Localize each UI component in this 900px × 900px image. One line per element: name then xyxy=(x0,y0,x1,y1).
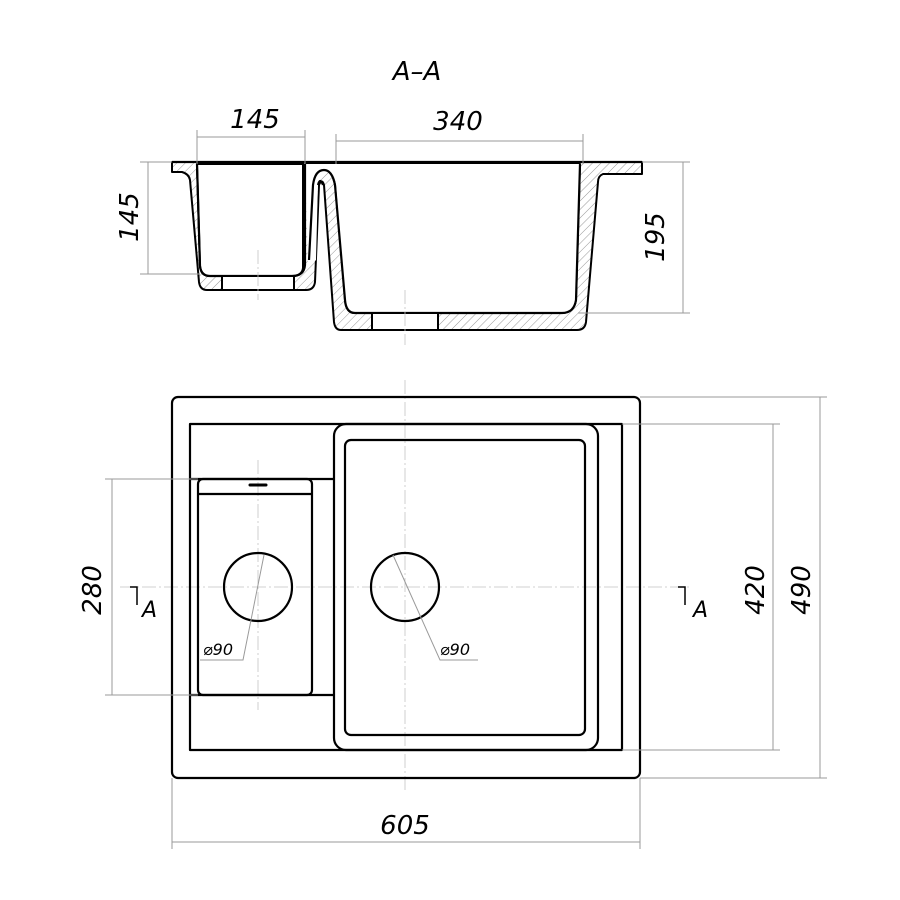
small-bowl xyxy=(196,477,314,697)
dim-overall-width: 605 xyxy=(380,811,430,841)
dim-small-bowl-length: 280 xyxy=(78,565,108,615)
section-mark-left: A xyxy=(140,598,157,623)
section-view: 145 340 145 195 xyxy=(115,105,690,345)
small-drain-hole xyxy=(222,551,294,623)
plan-view: ⌀90 ⌀90 280 420 490 605 A A xyxy=(78,380,827,849)
dim-large-bowl-width: 340 xyxy=(433,107,483,137)
sink-outline xyxy=(170,395,642,780)
dim-large-bowl-length: 420 xyxy=(741,565,771,615)
dim-large-bowl-depth: 195 xyxy=(641,212,671,262)
dim-small-bowl-width: 145 xyxy=(230,105,280,135)
section-title: A–A xyxy=(391,57,442,87)
dim-small-bowl-depth: 145 xyxy=(115,192,145,242)
section-mark-right-arrow xyxy=(678,586,686,605)
section-mark-right: A xyxy=(691,598,708,623)
dim-overall-depth: 490 xyxy=(787,565,817,615)
large-bowl-outer xyxy=(332,422,600,752)
section-mark-left-arrow xyxy=(130,586,138,605)
small-drain-label: ⌀90 xyxy=(203,640,233,659)
large-bowl-inner xyxy=(343,438,587,737)
large-drain-label: ⌀90 xyxy=(440,640,470,659)
large-drain-hole xyxy=(369,551,441,623)
